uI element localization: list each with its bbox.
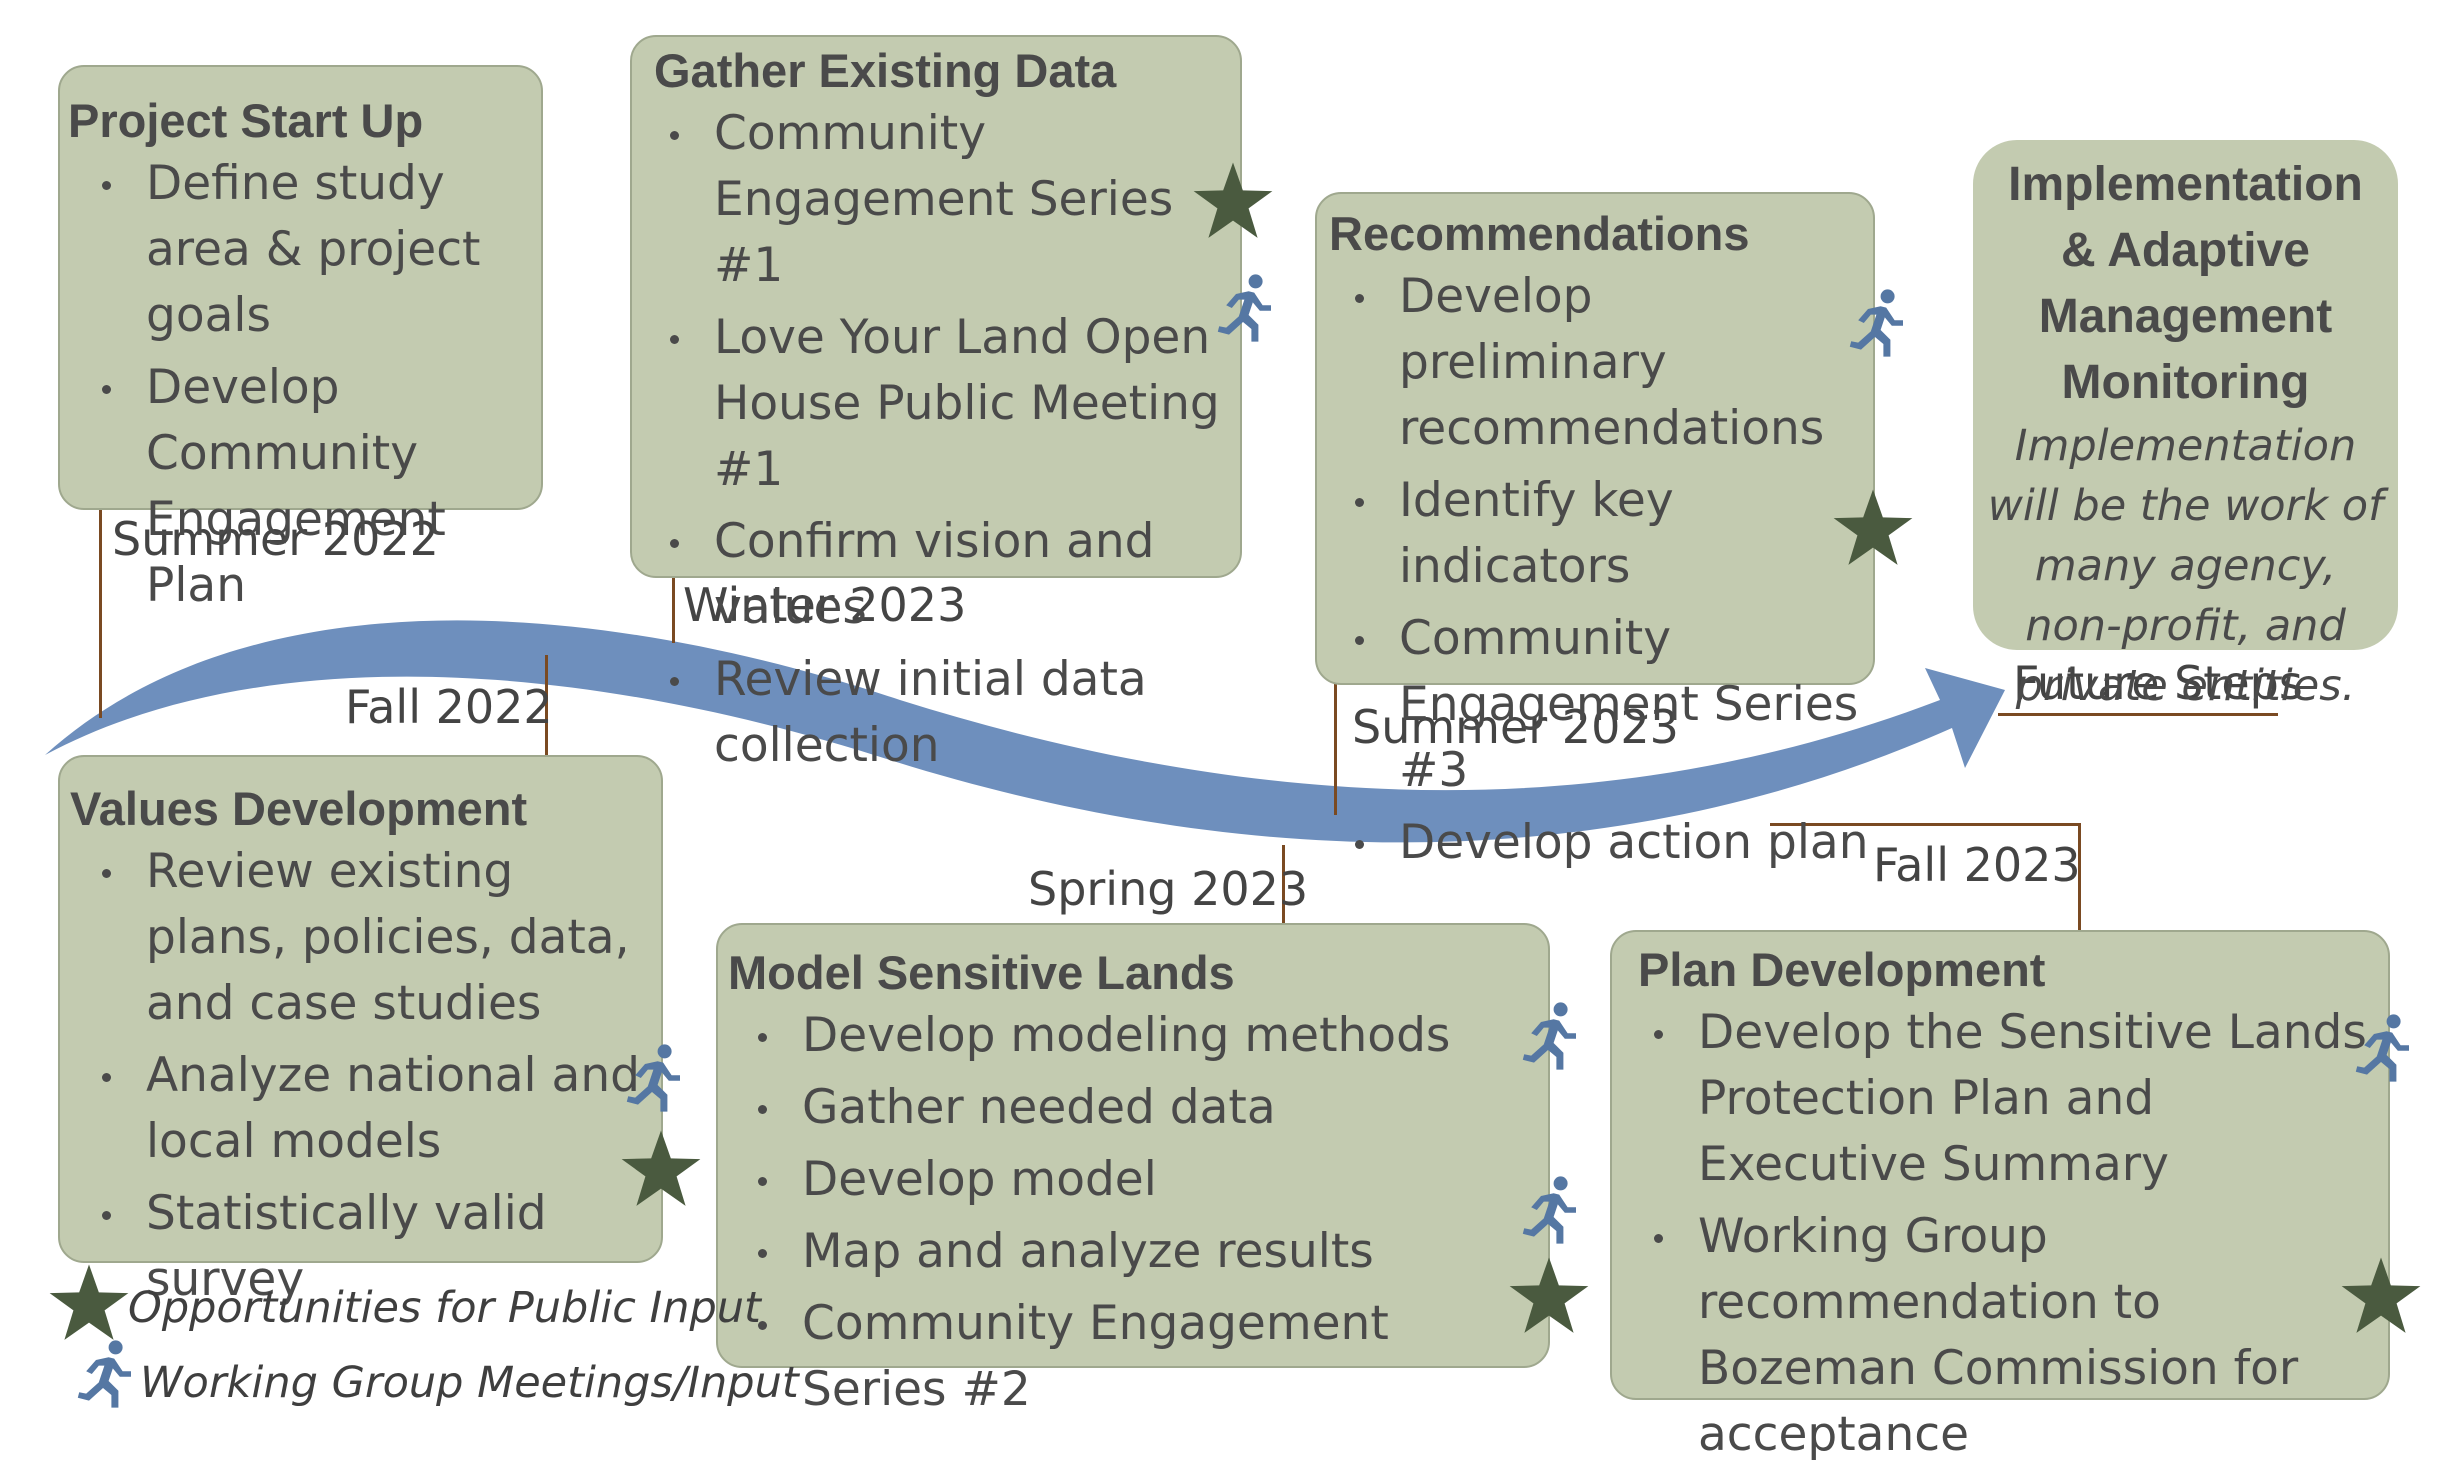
- date-future-steps: Future Steps: [2013, 656, 2303, 710]
- date-fall-2023: Fall 2023: [1873, 838, 2081, 892]
- runner-icon: [1513, 998, 1583, 1074]
- connector-future: [1998, 713, 2278, 716]
- phase-title: Recommendations: [1329, 207, 1750, 260]
- star-icon: [1192, 160, 1274, 242]
- date-spring-2023: Spring 2023: [1028, 862, 1309, 916]
- list-item: Review existing plans, policies, data, a…: [102, 839, 661, 1037]
- list-item: Community Engagement Series #3: [1355, 606, 1873, 804]
- runner-icon: [2346, 1010, 2416, 1086]
- legend-star-label: Opportunities for Public Input: [128, 1283, 761, 1333]
- list-item: Statistically valid survey: [102, 1181, 661, 1313]
- phase-title: Implementation & Adaptive Management Mon…: [2008, 158, 2363, 409]
- phase-title: Model Sensitive Lands: [728, 946, 1235, 999]
- date-fall-2022: Fall 2022: [345, 680, 553, 734]
- runner-icon: [1840, 285, 1910, 361]
- list-item: Gather needed data: [758, 1075, 1548, 1141]
- star-icon: [620, 1128, 702, 1210]
- phase-title: Plan Development: [1638, 943, 2046, 996]
- star-icon: [2340, 1255, 2422, 1337]
- date-summer-2023: Summer 2023: [1352, 700, 1679, 754]
- list-item: Develop model: [758, 1147, 1548, 1213]
- phase-values-development: Values Development Review existing plans…: [58, 755, 663, 1307]
- runner-icon: [617, 1040, 687, 1116]
- legend-runner-icon: [68, 1336, 138, 1412]
- list-item: Map and analyze results: [758, 1219, 1548, 1285]
- runner-icon: [1208, 270, 1278, 346]
- list-item: Community Engagement Series #2: [758, 1291, 1548, 1423]
- list-item: Community Engagement Series #1: [670, 101, 1240, 299]
- connector-gather: [672, 548, 675, 643]
- phase-model-sensitive-lands: Model Sensitive Lands Develop modeling m…: [716, 923, 1550, 1417]
- phase-start-up: Project Start Up Define study area & pro…: [58, 65, 543, 613]
- phase-recommendations: Recommendations Develop preliminary reco…: [1315, 192, 1875, 870]
- list-item: Love Your Land Open House Public Meeting…: [670, 305, 1240, 503]
- list-item: Working Group recommendation to Bozeman …: [1654, 1204, 2388, 1468]
- phase-plan-development: Plan Development Develop the Sensitive L…: [1610, 930, 2390, 1462]
- list-item: Review initial data collection: [670, 647, 1240, 779]
- legend-runner-label: Working Group Meetings/Input: [140, 1358, 799, 1408]
- star-icon: [1832, 487, 1914, 569]
- list-item: Develop modeling methods: [758, 1003, 1548, 1069]
- list-item: Confirm vision and values: [670, 509, 1240, 641]
- star-icon: [1508, 1255, 1590, 1337]
- connector-plan-v: [2078, 823, 2081, 965]
- list-item: Analyze national and local models: [102, 1043, 661, 1175]
- list-item: Develop the Sensitive Lands Protection P…: [1654, 1000, 2388, 1198]
- connector-start-up: [99, 478, 102, 718]
- runner-icon: [1513, 1172, 1583, 1248]
- connector-model: [1282, 845, 1285, 950]
- list-item: Develop preliminary recommendations: [1355, 264, 1873, 462]
- connector-values: [545, 655, 548, 765]
- connector-plan-h: [1770, 823, 2080, 826]
- date-summer-2022: Summer 2022: [112, 512, 439, 566]
- phase-gather-existing-data: Gather Existing Data Community Engagemen…: [630, 35, 1242, 773]
- list-item: Develop action plan: [1355, 810, 1873, 876]
- phase-implementation: Implementation & Adaptive Management Mon…: [1973, 140, 2398, 711]
- list-item: Define study area & project goals: [102, 151, 541, 349]
- list-item: Identify key indicators: [1355, 468, 1873, 600]
- legend-star-icon: [48, 1262, 130, 1344]
- connector-recommendations: [1334, 660, 1337, 815]
- implementation-note: Implementation will be the work of many …: [1987, 421, 2384, 711]
- date-winter-2023: Winter 2023: [683, 578, 967, 632]
- phase-title: Gather Existing Data: [654, 44, 1117, 97]
- phase-title: Project Start Up: [68, 94, 424, 147]
- phase-title: Values Development: [70, 782, 528, 835]
- list-item: Develop Community Engagement Plan: [102, 355, 541, 619]
